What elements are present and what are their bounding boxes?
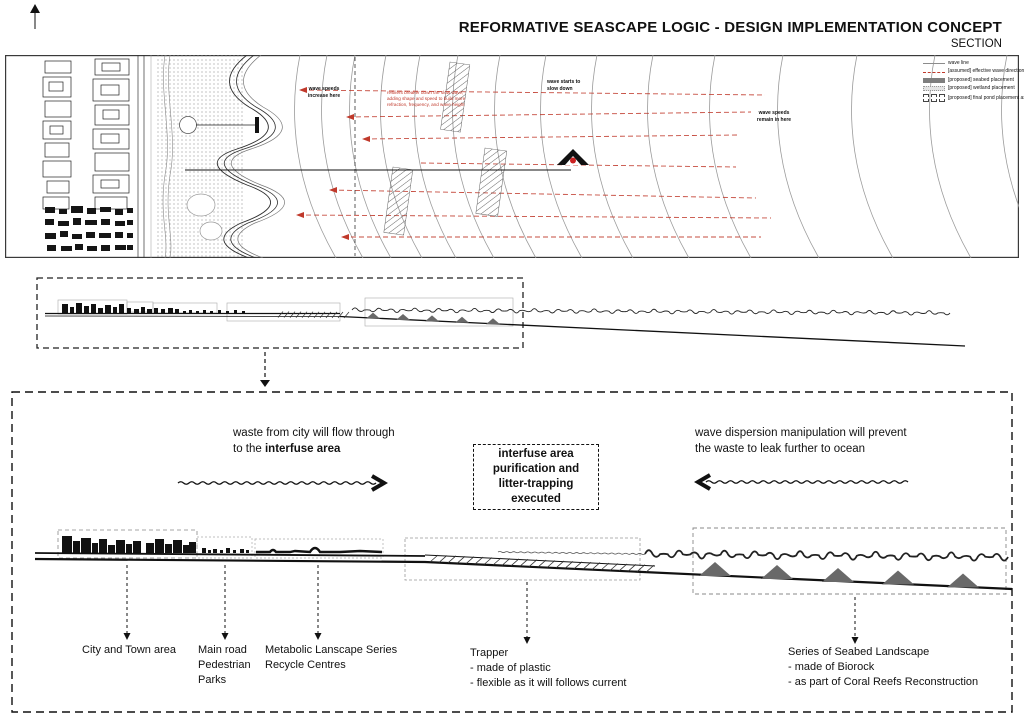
leader-lines — [126, 565, 856, 637]
detail-section-drawing — [11, 391, 1013, 713]
annotation-wave-slow: wave starts to slow down — [547, 79, 581, 92]
label-seabed: Series of Seabed Landscape - made of Bio… — [788, 646, 979, 688]
plan-view-drawing — [5, 55, 1019, 258]
overview-section-drawing — [36, 277, 966, 387]
legend-wave-direction-icon — [923, 71, 945, 73]
page-subtitle: SECTION — [950, 38, 1002, 50]
legend-label: wave line — [948, 60, 969, 66]
waste-flow-arrow-line — [177, 481, 377, 485]
detail-wave-line — [644, 549, 1009, 562]
roundabout — [179, 116, 197, 134]
overview-ground-line2 — [44, 315, 341, 317]
overview-buildings — [62, 303, 245, 313]
overview-frame — [36, 277, 524, 349]
wetland-placement-bars — [383, 61, 508, 236]
legend-row: [proposed] final pond placement as barri… — [923, 94, 1024, 103]
wave-contour-lines — [294, 55, 1019, 258]
label-main-road: Main road Pedestrian Parks — [198, 644, 251, 686]
legend-label: [proposed] final pond placement as barri… — [948, 94, 1024, 101]
detail-ground-line — [34, 552, 426, 557]
metabolic-landscape-profile — [256, 546, 383, 554]
detail-buildings — [62, 536, 249, 553]
label-metabolic: Metabolic Lanscape Series Recycle Centre… — [265, 644, 398, 671]
dispersion-arrowhead — [694, 473, 712, 491]
main-road-lines — [137, 55, 152, 258]
legend-wetland-placement-icon — [923, 86, 945, 92]
leader-arrowheads — [123, 633, 859, 644]
section-marker-icon — [557, 149, 589, 165]
page-title: REFORMATIVE SEASCAPE LOGIC - DESIGN IMPL… — [458, 19, 1002, 36]
trapper-hatch — [429, 554, 655, 573]
legend-pond-placement-icon — [923, 94, 945, 103]
label-city-area: City and Town area — [82, 644, 176, 656]
detail-ripple-line — [497, 551, 646, 555]
annotation-wave-increase: wave speeds increase here — [307, 86, 341, 99]
callout-interfuse-box: interfuse area purification and litter-t… — [473, 444, 599, 510]
legend-row: [proposed] wetland placement — [923, 85, 1023, 92]
legend-wave-line-icon — [923, 63, 945, 65]
dispersion-arrow-line — [705, 480, 909, 484]
legend-label: [proposed] seabed placement — [948, 76, 1014, 83]
city-map — [42, 58, 133, 251]
overview-seabed-triangles — [366, 312, 500, 325]
detail-seabed-slope — [34, 557, 1013, 591]
annotation-wave-remain: wave speeds remain in here — [756, 110, 792, 123]
wave-direction-arrows — [297, 89, 772, 238]
legend-seabed-placement-icon — [923, 78, 945, 84]
legend-row: [assumed] effective wave direction — [923, 68, 1024, 75]
overview-wave-line — [351, 307, 951, 316]
detail-frame — [11, 391, 1013, 713]
annotation-wave-dispersion: wave dispersion manipulation will preven… — [695, 427, 907, 456]
legend-label: [assumed] effective wave direction — [948, 68, 1024, 75]
overview-seabed-slope — [339, 315, 966, 347]
seabed-zone-box — [692, 527, 1007, 595]
legend-row: [proposed] seabed placement — [923, 76, 1023, 84]
zoom-down-arrowhead — [260, 380, 270, 387]
label-trapper: Trapper - made of plastic - flexible as … — [470, 647, 627, 689]
plan-legend: wave line [assumed] effective wave direc… — [923, 60, 1024, 105]
coastline — [217, 55, 285, 258]
overview-trapper-hatch — [277, 311, 350, 319]
annotation-waste-flow: waste from city will flow through to the… — [233, 427, 395, 456]
legend-row: wave line — [923, 60, 1023, 67]
road-zone-box — [196, 536, 253, 559]
metabolic-zone-box — [254, 538, 384, 559]
north-arrow-icon — [30, 4, 40, 29]
biorock-triangles — [699, 562, 979, 588]
legend-label: [proposed] wetland placement — [948, 85, 1015, 92]
dense-city-blocks — [45, 206, 133, 251]
trapper-zone-box — [404, 537, 641, 581]
annotation-breaker-note: resilient breaker down the slow wave, ad… — [387, 90, 466, 107]
waste-flow-arrowhead — [370, 474, 388, 492]
wave-direction-arrowheads — [296, 87, 370, 240]
jetty-head — [255, 117, 259, 133]
